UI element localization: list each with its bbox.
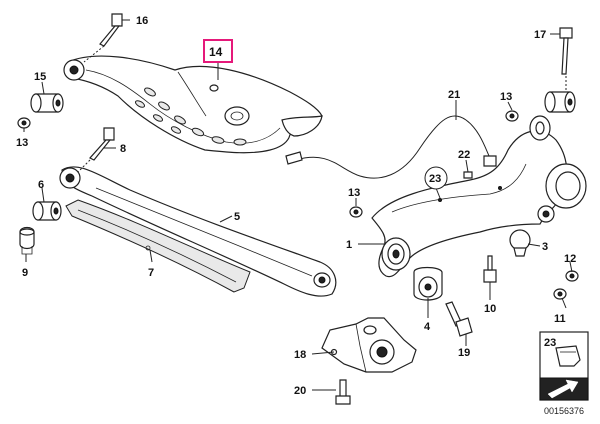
part-labels: 16 17 14 15 13 8 6 9 5 7 21 13 22 13 1 3… [16,15,576,397]
label-part-5[interactable]: 5 [234,211,240,223]
trailing-arm [59,166,337,297]
label-part-23[interactable]: 23 [429,173,441,185]
drawing-number: 00156376 [544,406,584,416]
upper-control-arm [63,55,323,154]
label-part-7[interactable]: 7 [148,267,154,279]
washer-12 [565,270,579,282]
mount-bracket [321,317,417,373]
inset-part-23 [539,331,589,401]
bolt-8 [89,127,115,161]
circled-label-23[interactable]: 23 [424,166,448,190]
bolt-16 [99,13,123,47]
label-part-13-left[interactable]: 13 [16,137,28,149]
wheel-carrier [371,115,587,278]
label-part-16[interactable]: 16 [136,15,148,27]
label-part-19[interactable]: 19 [458,347,470,359]
label-part-13-middle[interactable]: 13 [348,187,360,199]
bolt-10 [483,255,497,283]
label-part-21[interactable]: 21 [448,89,460,101]
label-part-18[interactable]: 18 [294,349,306,361]
nut-13-middle [349,206,363,218]
bushing-4 [413,266,443,301]
label-part-17[interactable]: 17 [534,29,546,41]
speed-sensor-wire [285,115,497,179]
label-part-11[interactable]: 11 [554,313,566,325]
ball-joint-3 [509,229,531,257]
label-part-13-upper-right[interactable]: 13 [500,91,512,103]
label-part-10[interactable]: 10 [484,303,496,315]
bolt-19 [445,301,473,337]
label-part-20[interactable]: 20 [294,385,306,397]
bolt-17 [559,27,573,75]
trailing-arm-cover [65,199,251,293]
label-part-4[interactable]: 4 [424,321,431,333]
bolt-20 [335,379,351,405]
screw-22 [463,171,473,179]
bushing-9 [19,226,35,255]
label-part-15[interactable]: 15 [34,71,46,83]
leader-lines [23,19,573,391]
label-part-12[interactable]: 12 [564,253,576,265]
bushing-upper-right [544,91,576,113]
label-part-1[interactable]: 1 [346,239,352,251]
left-bushing-6 [32,201,62,221]
label-part-23-inset[interactable]: 23 [544,337,556,349]
label-part-8[interactable]: 8 [120,143,126,155]
label-part-9[interactable]: 9 [22,267,28,279]
label-part-3[interactable]: 3 [542,241,548,253]
nut-13-left [17,117,31,129]
label-part-6[interactable]: 6 [38,179,44,191]
nut-11 [553,288,567,300]
label-part-22[interactable]: 22 [458,149,470,161]
nut-13-upper-right [505,110,519,122]
highlight-box-part-14 [203,39,233,63]
left-bushing-15 [30,93,64,113]
label-part-14[interactable]: 14 [209,45,223,59]
